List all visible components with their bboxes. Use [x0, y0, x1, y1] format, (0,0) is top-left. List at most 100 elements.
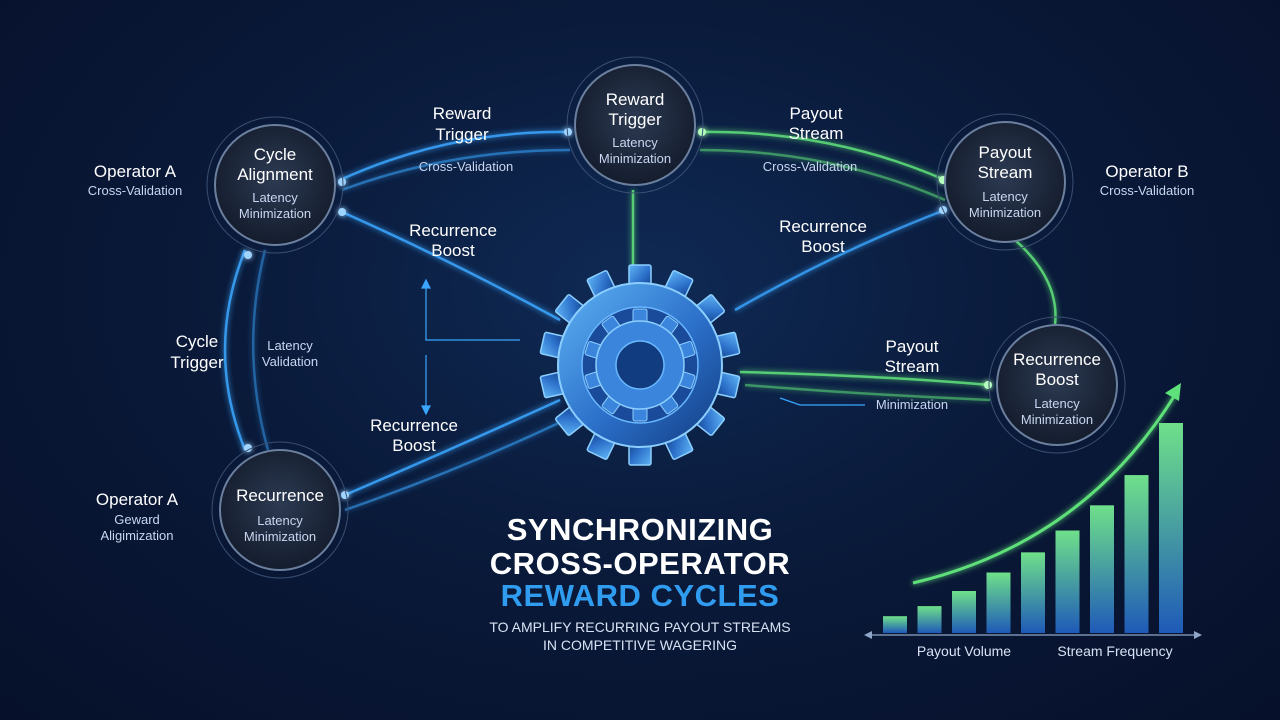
- node-recurrence[interactable]: Recurrence Latency Minimization: [211, 441, 349, 579]
- edge-sublabel: Cross-Validation: [763, 159, 857, 174]
- node-subtitle: Minimization: [239, 206, 311, 221]
- edge-label-recurrence-boost-left: Recurrence Boost: [409, 221, 497, 260]
- operator-subtitle: Cross-Validation: [88, 183, 182, 198]
- chart-bar: [986, 572, 1011, 633]
- edge-label-latency-validation: Latency Validation: [262, 338, 318, 369]
- headline-line-3: REWARD CYCLES: [500, 578, 780, 613]
- node-subtitle: Latency: [982, 189, 1028, 204]
- link-alignment-recurrence: [223, 249, 247, 451]
- node-title: Alignment: [237, 165, 313, 184]
- edge-label-line: Trigger: [170, 353, 224, 372]
- edge-label-line: Boost: [801, 237, 845, 256]
- chart-bars: [883, 423, 1183, 633]
- link-trigger-payout-2: [699, 148, 946, 202]
- node-title: Boost: [1035, 370, 1079, 389]
- edge-label-payout-stream-top: Payout Stream Cross-Validation: [763, 104, 857, 174]
- green-connections: [631, 130, 1057, 402]
- edge-label-recurrence-boost-right: Recurrence Boost: [779, 217, 867, 256]
- edge-label-line: Validation: [262, 354, 318, 369]
- edge-label-line: Stream: [789, 124, 844, 143]
- node-title: Payout: [979, 143, 1032, 162]
- operator-title: Operator A: [96, 490, 179, 509]
- central-gear-icon: [539, 264, 741, 466]
- operator-a-top-label: Operator A Cross-Validation: [88, 162, 182, 198]
- link-recurrence-gear: [344, 398, 561, 497]
- headline-subtitle-line-1: TO AMPLIFY RECURRING PAYOUT STREAMS: [489, 619, 791, 635]
- edge-label-line: Payout: [886, 337, 939, 356]
- edge-label-line: Stream: [885, 357, 940, 376]
- edge-sublabel: Cross-Validation: [419, 159, 513, 174]
- edge-label-line: Cycle: [176, 332, 219, 351]
- operator-title: Operator A: [94, 162, 177, 181]
- node-subtitle: Minimization: [599, 151, 671, 166]
- operator-title: Operator B: [1105, 162, 1188, 181]
- node-subtitle: Latency: [252, 190, 298, 205]
- edge-label-line: Latency: [267, 338, 313, 353]
- node-title: Reward: [606, 90, 665, 109]
- edge-label-cycle-trigger: Cycle Trigger: [170, 332, 224, 372]
- link-trigger-payout: [699, 130, 946, 182]
- link-payout-boost: [1014, 239, 1057, 326]
- chart-bar: [1021, 552, 1045, 633]
- link-alignment-trigger-upper: [339, 130, 571, 182]
- chart-bar: [1124, 475, 1149, 633]
- node-title: Trigger: [608, 110, 662, 129]
- operator-a-bottom-label: Operator A Geward Aligimization: [96, 490, 179, 543]
- node-reward-trigger[interactable]: Reward Trigger Latency Minimization: [566, 56, 704, 194]
- x-axis-arrow-left-icon: [864, 631, 872, 639]
- headline-subtitle-line-2: IN COMPETITIVE WAGERING: [543, 637, 737, 653]
- chart-bar: [952, 591, 976, 633]
- edge-label-line: Payout: [790, 104, 843, 123]
- link-alignment-gear: [341, 210, 561, 322]
- trend-arrowhead-icon: [1165, 383, 1181, 401]
- edge-label-reward-trigger: Reward Trigger Cross-Validation: [419, 104, 513, 174]
- blue-connections: [223, 130, 571, 512]
- operator-subtitle: Cross-Validation: [1100, 183, 1194, 198]
- x-axis-label-left: Payout Volume: [917, 643, 1011, 659]
- node-subtitle: Latency: [612, 135, 658, 150]
- node-recurrence-boost[interactable]: Recurrence Boost Latency Minimization: [988, 316, 1126, 454]
- node-title: Cycle: [254, 145, 297, 164]
- headline-subtitle: TO AMPLIFY RECURRING PAYOUT STREAMS IN C…: [440, 618, 840, 654]
- chart-bar: [917, 606, 942, 633]
- link-recurrence-gear-2: [344, 418, 566, 512]
- operator-subtitle: Aligimization: [101, 528, 174, 543]
- headline-line-1: SYNCHRONIZING: [506, 512, 774, 547]
- edge-label-line: Recurrence: [779, 217, 867, 236]
- edge-sublabel: Minimization: [876, 397, 948, 412]
- edge-label-line: Boost: [392, 436, 436, 455]
- edge-label-line: Recurrence: [409, 221, 497, 240]
- node-subtitle: Minimization: [244, 529, 316, 544]
- x-axis-label-right: Stream Frequency: [1057, 643, 1172, 659]
- chart-bar: [1090, 505, 1114, 633]
- edge-label-recurrence-boost-bottom: Recurrence Boost: [370, 416, 458, 455]
- edge-label-line: Boost: [431, 241, 475, 260]
- chart-bar: [1055, 530, 1080, 633]
- edge-label-line: Trigger: [435, 125, 489, 144]
- node-payout-stream[interactable]: Payout Stream Latency Minimization: [936, 113, 1074, 251]
- link-alignment-recurrence-inner: [251, 249, 270, 451]
- node-subtitle: Minimization: [969, 205, 1041, 220]
- operator-subtitle: Geward: [114, 512, 160, 527]
- connection-dots: [244, 128, 992, 499]
- node-title: Recurrence: [1013, 350, 1101, 369]
- headline-line-2: CROSS-OPERATOR: [489, 546, 791, 581]
- node-subtitle: Latency: [1034, 396, 1080, 411]
- edge-label-payout-stream-right: Payout Stream Minimization: [876, 337, 948, 412]
- chart-bar: [883, 616, 907, 633]
- link-gear-boost-2: [744, 383, 991, 402]
- node-cycle-alignment[interactable]: Cycle Alignment Latency Minimization: [206, 116, 344, 254]
- node-title: Recurrence: [236, 486, 324, 505]
- flow-arrows: [421, 278, 865, 416]
- x-axis-arrow-right-icon: [1194, 631, 1202, 639]
- trend-arrow-icon: [912, 394, 1177, 585]
- node-title: Stream: [978, 163, 1033, 182]
- chart-bar: [1159, 423, 1183, 633]
- node-subtitle: Minimization: [1021, 412, 1093, 427]
- link-payout-gear: [734, 208, 946, 312]
- edge-label-line: Recurrence: [370, 416, 458, 435]
- link-gear-boost: [739, 370, 991, 387]
- edge-label-line: Reward: [433, 104, 492, 123]
- link-alignment-trigger-lower: [341, 148, 571, 192]
